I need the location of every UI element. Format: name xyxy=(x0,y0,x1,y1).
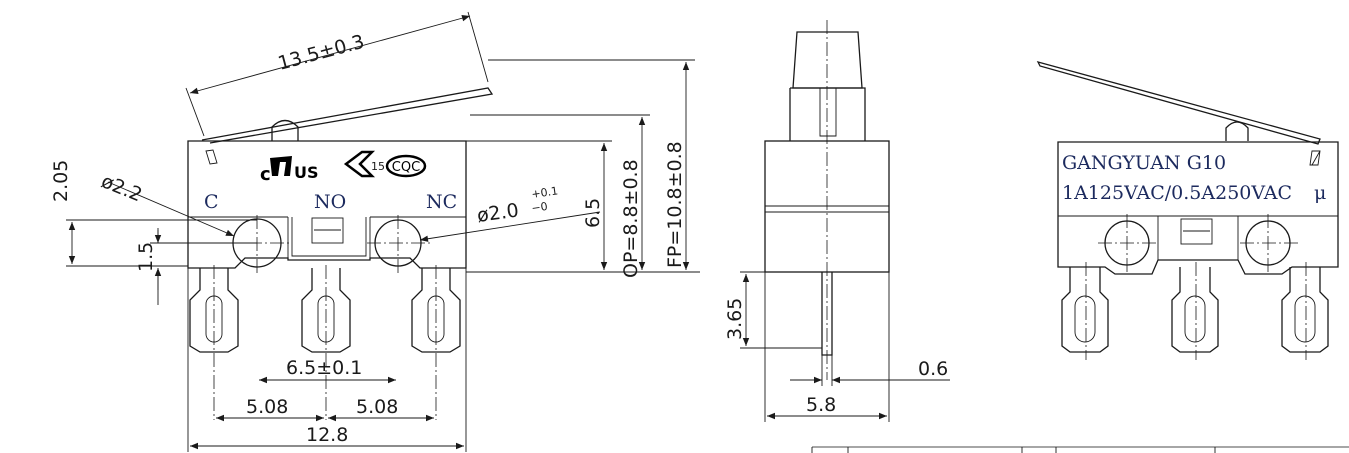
dim-lever-length: 13.5±0.3 xyxy=(276,31,367,75)
terminal-label-nc: NC xyxy=(426,191,457,213)
us-mark: US xyxy=(294,163,319,182)
cqc-logo xyxy=(385,154,427,178)
rear-view: GANGYUAN G10 1A125VAC/0.5A250VAC μ xyxy=(1036,60,1339,360)
c-mark: c xyxy=(260,164,271,185)
dim-fp: FP=10.8±0.8 xyxy=(664,141,686,268)
terminal-label-c: C xyxy=(204,191,219,213)
dim-terminal-pitch-left: 5.08 xyxy=(246,396,288,418)
dim-hole-tol-plus: +0.1 xyxy=(531,184,559,201)
side-view: 3.65 5.8 0.6 xyxy=(724,20,950,422)
actuator-window xyxy=(311,217,344,244)
dim-hole-dia-left: ø2.2 xyxy=(98,170,145,206)
plunger xyxy=(271,119,299,141)
dim-body-length: 12.8 xyxy=(306,424,348,446)
enec-number: 15 xyxy=(371,160,385,173)
rear-lever xyxy=(1036,60,1321,145)
dim-op: OP=8.8±0.8 xyxy=(620,159,642,278)
dimensions: 13.5±0.3 6.5 OP=8.8±0.8 FP=10.8±0.8 2.05… xyxy=(50,11,700,452)
dim-top-offset: 2.05 xyxy=(50,160,72,202)
terminals xyxy=(189,265,461,420)
rating-label: 1A125VAC/0.5A250VAC xyxy=(1062,182,1292,204)
dim-hole-tol-minus: −0 xyxy=(531,200,549,215)
terminal-label-no: NO xyxy=(314,191,346,213)
lever xyxy=(201,87,494,144)
dim-body-width: 5.8 xyxy=(806,394,836,416)
cqc-text: CQC xyxy=(392,160,420,175)
dim-terminal-pitch-right: 5.08 xyxy=(356,396,398,418)
plunger-cap xyxy=(792,31,863,89)
dim-pin-length: 3.65 xyxy=(724,298,746,340)
micro-symbol: μ xyxy=(1314,182,1326,204)
marker-icon xyxy=(205,149,218,165)
dim-hole-pitch: 6.5±0.1 xyxy=(286,357,362,379)
dim-hole-dia-right: ø2.0 xyxy=(476,199,520,227)
front-view: c US 15 CQC C NO NC 13.5±0.3 6.5 OP=8.8±… xyxy=(50,11,700,452)
enec-logo-icon xyxy=(343,150,376,178)
brand-label: GANGYUAN G10 xyxy=(1062,152,1226,174)
title-block-edge xyxy=(811,446,1349,453)
dim-hole-offset: 1.5 xyxy=(135,242,157,272)
rear-terminals xyxy=(1061,262,1329,360)
dim-pin-thickness: 0.6 xyxy=(918,358,948,380)
ul-logo-icon xyxy=(270,156,292,176)
